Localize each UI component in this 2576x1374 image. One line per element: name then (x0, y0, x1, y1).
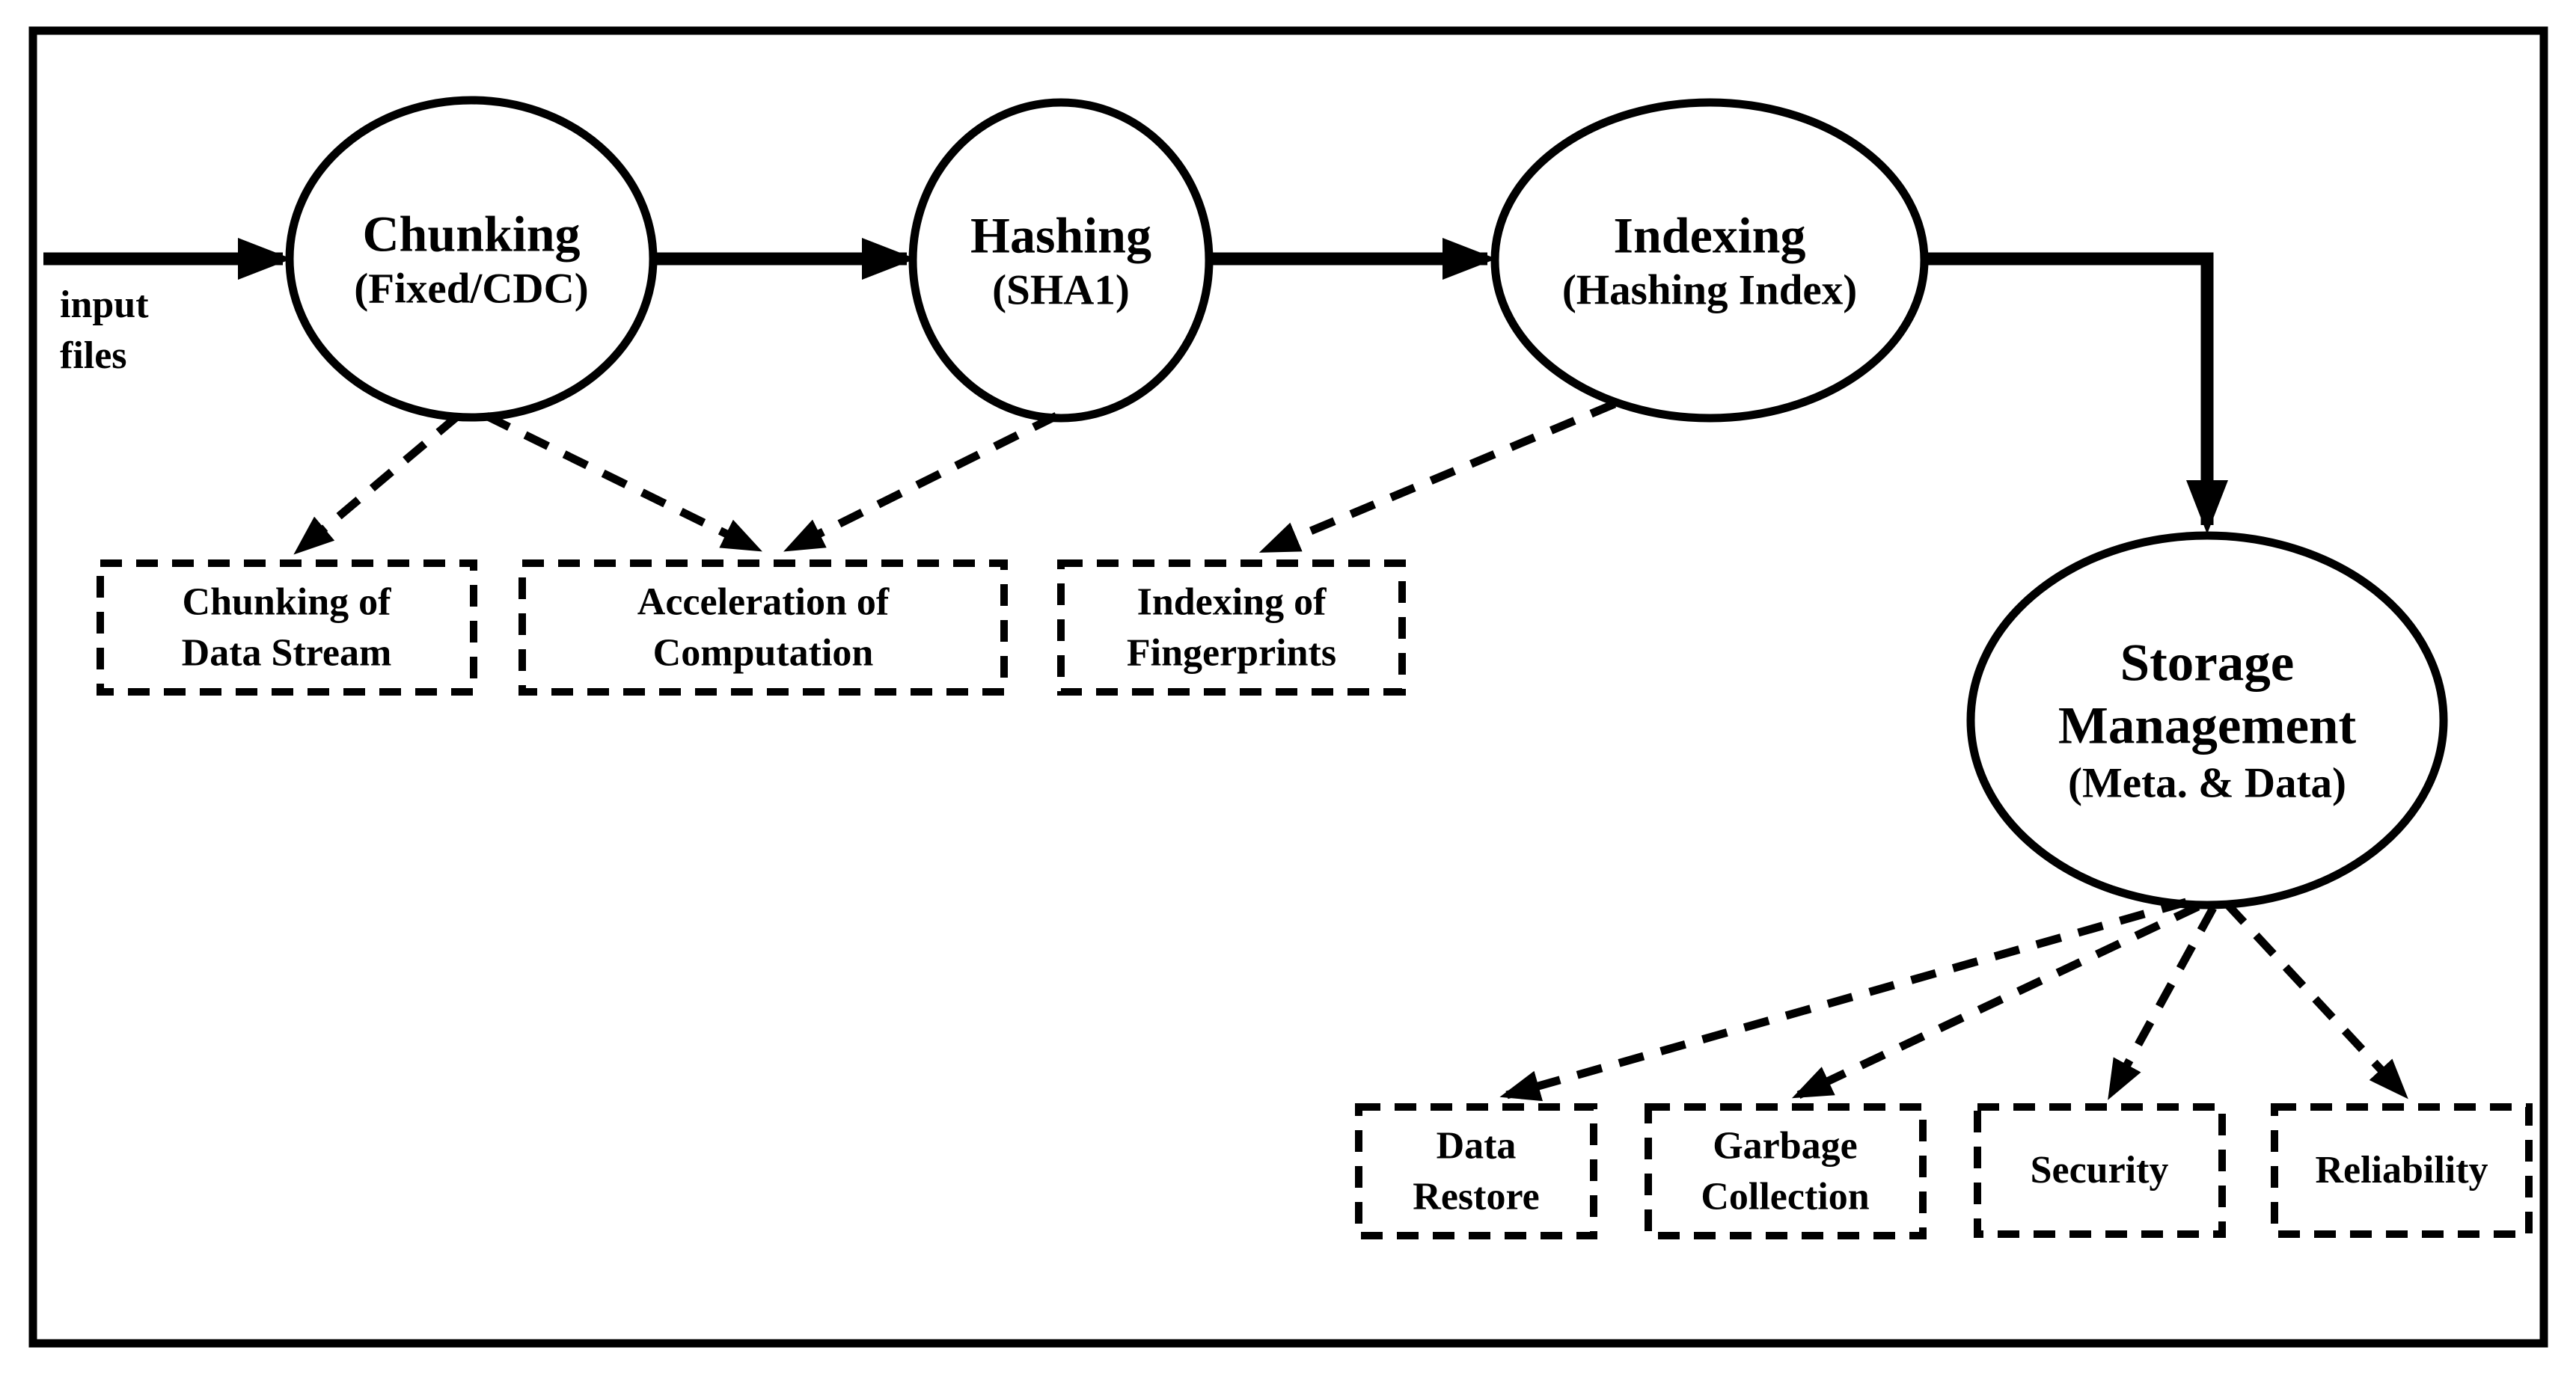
chunking-title: Chunking (362, 205, 581, 263)
box-acceleration-computation (518, 559, 1008, 696)
node-storage-management (1966, 531, 2448, 910)
chunking-data-stream-line2: Data Stream (181, 631, 392, 674)
node-indexing (1490, 98, 1929, 423)
garbage-collection-line1: Garbage (1713, 1124, 1858, 1168)
indexing-subtitle: (Hashing Index) (1561, 266, 1858, 314)
arrow-chunking-to-acceleration (484, 412, 762, 552)
storage-subtitle: (Meta. & Data) (2068, 759, 2346, 807)
box-data-restore (1355, 1103, 1597, 1239)
arrow-storage-to-security (2108, 906, 2217, 1100)
input-files-label: input files (60, 280, 149, 381)
garbage-collection-label: Garbage Collection (1701, 1120, 1869, 1221)
acceleration-line1: Acceleration of (637, 580, 890, 624)
input-files-line1: input (60, 283, 149, 326)
chunking-data-stream-label: Chunking of Data Stream (182, 577, 392, 678)
arrow-storage-to-data-restore (1499, 898, 2188, 1102)
chunking-data-stream-line1: Chunking of (182, 580, 391, 624)
acceleration-computation-label: Acceleration of Computation (637, 577, 889, 678)
arrow-chunking-to-data-stream (293, 412, 461, 555)
indexing-fingerprints-line1: Indexing of (1136, 580, 1327, 624)
figure-border (28, 26, 2548, 1348)
indexing-fingerprints-line2: Fingerprints (1126, 631, 1337, 674)
arrow-storage-to-garbage-collection (1791, 903, 2200, 1099)
garbage-collection-line2: Collection (1701, 1175, 1870, 1218)
hashing-title: Hashing (970, 206, 1151, 264)
indexing-fingerprints-label: Indexing of Fingerprints (1127, 577, 1336, 678)
storage-title-line2: Management (2058, 696, 2357, 755)
chunking-subtitle: (Fixed/CDC) (354, 265, 589, 313)
arrow-storage-to-reliability (2223, 901, 2408, 1099)
indexing-title: Indexing (1613, 206, 1806, 264)
data-restore-label: Data Restore (1413, 1120, 1539, 1221)
node-hashing (908, 98, 1214, 423)
box-reliability (2271, 1103, 2533, 1238)
reliability-label: Reliability (2315, 1149, 2488, 1192)
security-label: Security (2030, 1149, 2169, 1192)
acceleration-line2: Computation (652, 631, 874, 674)
storage-title-line1: Storage (2120, 634, 2295, 693)
hashing-subtitle: (SHA1) (992, 266, 1130, 314)
arrow-hashing-to-acceleration (783, 412, 1059, 552)
arrow-indexing-to-fingerprints (1258, 399, 1617, 554)
input-files-line2: files (60, 334, 127, 377)
box-garbage-collection (1645, 1103, 1927, 1239)
box-security (1974, 1103, 2226, 1238)
node-chunking (285, 96, 658, 422)
box-indexing-fingerprints (1057, 559, 1406, 696)
chunking-node-label: Chunking (Fixed/CDC) (354, 203, 588, 313)
data-restore-line1: Data (1436, 1124, 1517, 1168)
data-restore-line2: Restore (1413, 1175, 1540, 1218)
arrow-indexing-to-storage (1924, 252, 2228, 534)
indexing-node-label: Indexing (Hashing Index) (1562, 205, 1857, 315)
hashing-node-label: Hashing (SHA1) (970, 205, 1151, 315)
storage-node-label: Storage Management (Meta. & Data) (2058, 633, 2356, 809)
box-chunking-data-stream (97, 559, 477, 696)
